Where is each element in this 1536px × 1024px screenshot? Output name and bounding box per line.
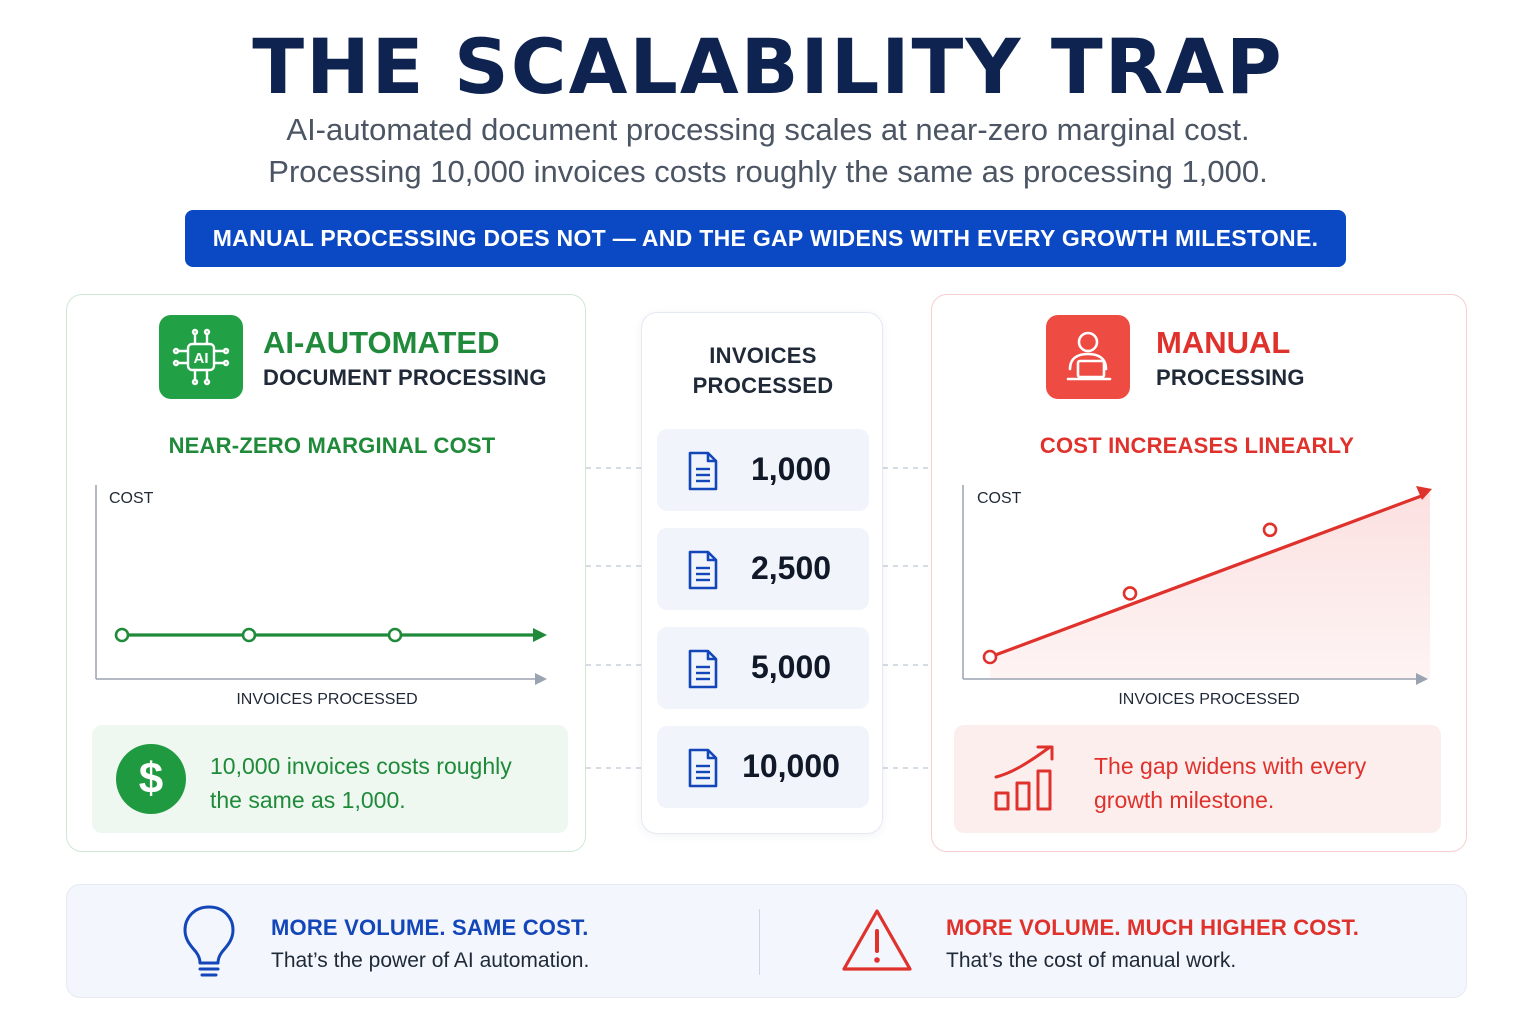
- document-icon: [688, 451, 718, 491]
- ai-x-axis-label: INVOICES PROCESSED: [236, 691, 417, 708]
- person-laptop-icon: [1046, 315, 1130, 399]
- ai-chip-label: AI: [194, 350, 209, 367]
- count-item: 1,000: [657, 429, 869, 511]
- manual-chart-heading: COST INCREASES LINEARLY: [1039, 433, 1355, 458]
- ai-automated-card: AI AI-AUTOMATED DOCUMENT PROCESSING NEAR…: [66, 294, 586, 852]
- mid-heading-line-2: PROCESSED: [692, 373, 834, 398]
- count-item: 10,000: [657, 726, 869, 808]
- manual-cost-area: [990, 492, 1430, 679]
- ai-cost-point: [114, 627, 130, 643]
- ai-chart-heading: NEAR-ZERO MARGINAL COST: [168, 433, 496, 458]
- footer-divider: [759, 909, 760, 975]
- manual-x-axis-arrow: [1416, 673, 1428, 685]
- manual-cost-line: [989, 493, 1425, 659]
- invoices-processed-card: INVOICES PROCESSED 1,000 2,500: [641, 312, 883, 834]
- invoices-processed-heading: INVOICES PROCESSED: [642, 341, 884, 401]
- ai-note-text: 10,000 invoices costs roughly the same a…: [210, 753, 512, 813]
- document-icon: [688, 550, 718, 590]
- ai-chip-icon: AI: [159, 315, 243, 399]
- bottom-summary-bar: MORE VOLUME. SAME COST. That’s the power…: [66, 884, 1467, 998]
- manual-cost-point: [982, 649, 998, 665]
- manual-note-box: The gap widens with every growth milesto…: [954, 725, 1441, 833]
- subtitle-line-1: AI-automated document processing scales …: [286, 112, 1250, 147]
- footer-left-heading: MORE VOLUME. SAME COST.: [271, 915, 589, 940]
- count-value: 2,500: [750, 550, 832, 586]
- manual-cost-chart: COST INVOICES PROCESSED: [962, 485, 1432, 708]
- mid-heading-line-1: INVOICES: [709, 343, 817, 368]
- banner: MANUAL PROCESSING DOES NOT — AND THE GAP…: [185, 210, 1346, 267]
- manual-y-axis-label: COST: [977, 490, 1022, 507]
- manual-cost-point: [1122, 586, 1138, 601]
- manual-note-text: The gap widens with every growth milesto…: [1094, 753, 1367, 813]
- ai-note-box: $ 10,000 invoices costs roughly the same…: [92, 725, 568, 833]
- count-value: 5,000: [750, 649, 832, 685]
- ai-cost-point: [241, 627, 257, 643]
- ai-card-subtitle: DOCUMENT PROCESSING: [263, 365, 547, 390]
- warning-icon: [842, 909, 912, 971]
- document-icon: [688, 649, 718, 689]
- manual-cost-line-arrow: [1416, 486, 1432, 500]
- count-item: 2,500: [657, 528, 869, 610]
- subtitle-line-2: Processing 10,000 invoices costs roughly…: [268, 154, 1268, 189]
- manual-processing-card: MANUAL PROCESSING COST INCREASES LINEARL…: [931, 294, 1467, 852]
- growth-chart-icon: [994, 745, 1054, 811]
- manual-cost-point: [1262, 522, 1278, 538]
- count-value: 10,000: [742, 748, 840, 784]
- ai-x-axis-arrow: [535, 673, 547, 685]
- count-item: 5,000: [657, 627, 869, 709]
- footer-right-heading: MORE VOLUME. MUCH HIGHER COST.: [946, 915, 1360, 940]
- ai-y-axis-label: COST: [109, 490, 154, 507]
- ai-card-title: AI-AUTOMATED: [263, 325, 500, 360]
- ai-cost-point: [387, 627, 403, 643]
- lightbulb-icon: [183, 905, 235, 977]
- footer-right-text: That’s the cost of manual work.: [946, 949, 1237, 972]
- manual-card-subtitle: PROCESSING: [1156, 365, 1305, 390]
- dollar-icon: $: [116, 744, 186, 814]
- count-value: 1,000: [750, 451, 832, 487]
- ai-cost-chart: COST INVOICES PROCESSED: [95, 485, 547, 708]
- manual-card-title: MANUAL: [1156, 325, 1291, 360]
- page-title: THE SCALABILITY TRAP: [252, 22, 1284, 111]
- document-icon: [688, 748, 718, 788]
- manual-x-axis-label: INVOICES PROCESSED: [1118, 691, 1299, 708]
- footer-left-text: That’s the power of AI automation.: [271, 949, 590, 972]
- ai-cost-line-arrow: [533, 628, 547, 642]
